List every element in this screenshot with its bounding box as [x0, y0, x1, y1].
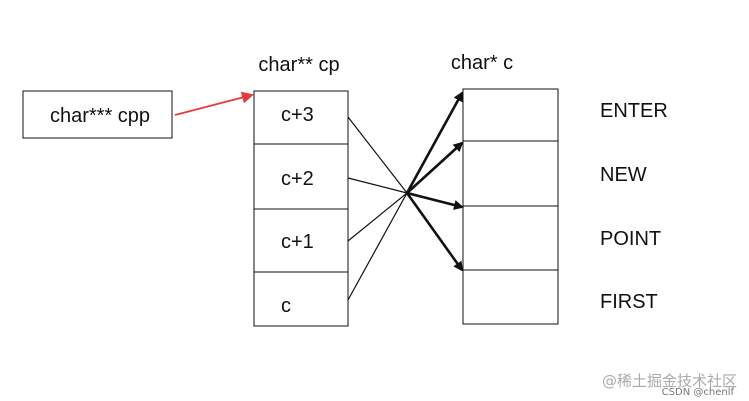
link-c-tail — [347, 192, 408, 301]
link-to-enter-arrow — [405, 91, 464, 194]
link-c+2-tail — [347, 177, 408, 194]
link-to-point-arrow — [406, 191, 464, 210]
cpp-node: char*** cpp — [22, 90, 173, 139]
c-title: char* c — [451, 52, 513, 74]
string-labels: ENTER NEW POINT FIRST — [600, 100, 668, 313]
c-cell — [462, 269, 559, 325]
watermark-site: @稀土掘金技术社区 — [602, 372, 737, 390]
cp-cell-label: c+3 — [281, 104, 314, 126]
link-c+1-tail — [347, 192, 408, 242]
cp-cell-label: c+2 — [281, 168, 314, 190]
cp-cell-label: c+1 — [281, 231, 314, 253]
link-c+3-tail — [347, 116, 408, 194]
cpp-label: char*** cpp — [50, 105, 150, 127]
cp-cell — [253, 208, 349, 273]
cp-cell — [253, 271, 349, 327]
link-to-new-arrow — [406, 141, 464, 194]
cp-cell — [253, 143, 349, 210]
string-label: POINT — [600, 228, 661, 250]
link-to-first-arrow — [405, 192, 464, 272]
cp-title: char** cp — [258, 54, 339, 76]
cp-cell — [253, 90, 349, 145]
c-cell — [462, 205, 559, 271]
string-label: NEW — [600, 164, 647, 186]
string-label: FIRST — [600, 291, 658, 313]
c-cell — [462, 140, 559, 207]
cpp-to-cp-arrow — [174, 91, 254, 116]
cp-array: c+3 c+2 c+1 c — [253, 90, 349, 327]
watermark-source: CSDN @chenlf — [662, 387, 735, 398]
cp-cell-label: c — [281, 295, 291, 317]
pointer-links — [347, 91, 464, 301]
c-array — [462, 88, 559, 325]
c-cell — [462, 88, 559, 142]
string-label: ENTER — [600, 100, 668, 122]
